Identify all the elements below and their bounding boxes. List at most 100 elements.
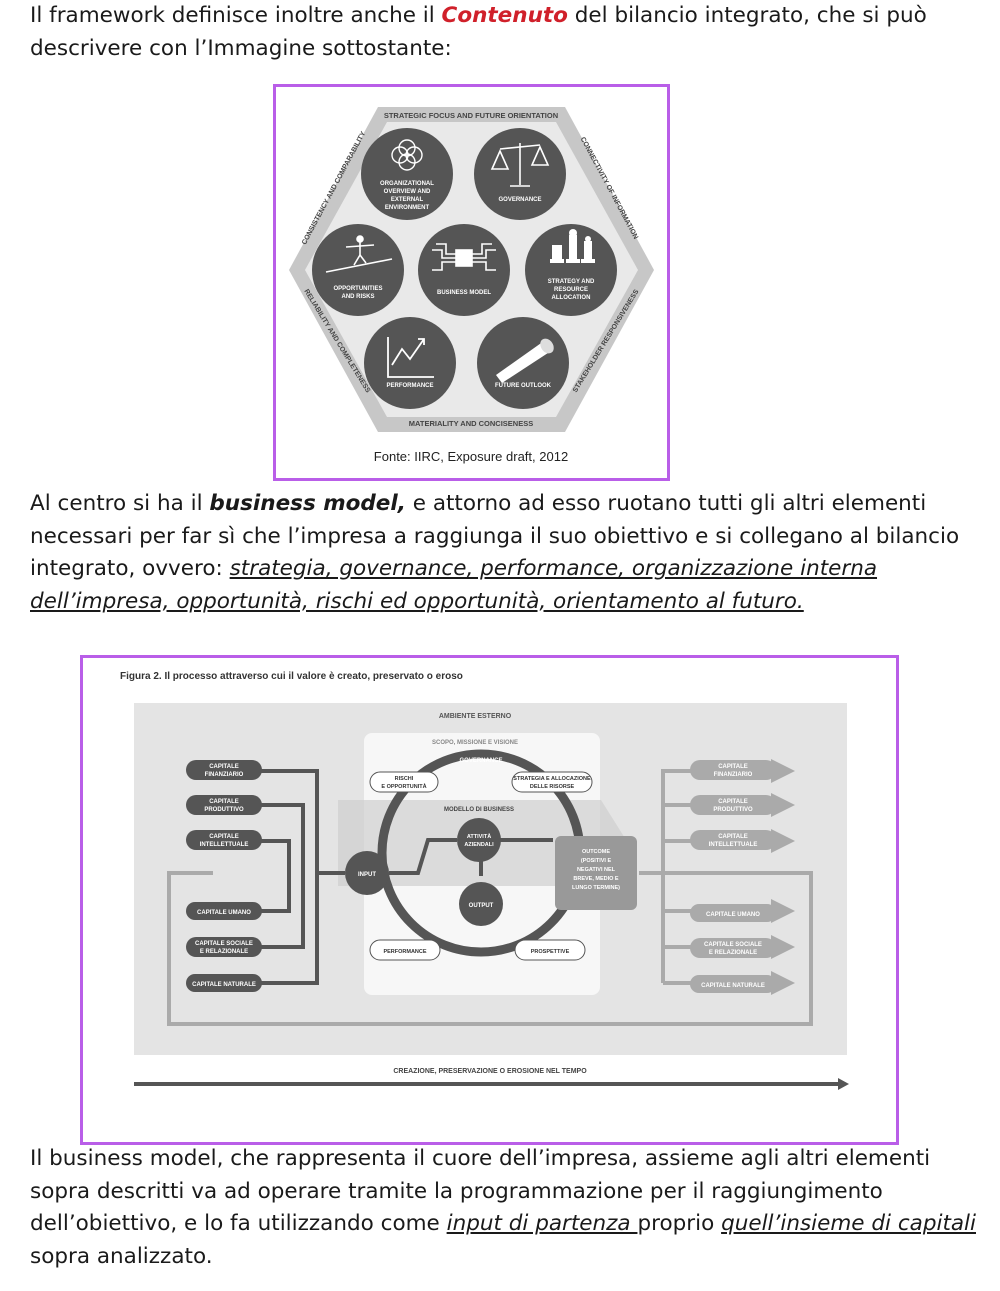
svg-text:BREVE, MEDIO E: BREVE, MEDIO E <box>573 876 619 882</box>
bm-elements-list: strategia, governance, performance, orga… <box>30 556 878 614</box>
svg-text:CAPITALE NATURALE: CAPITALE NATURALE <box>192 982 256 988</box>
time-axis-arrowhead <box>838 1078 849 1090</box>
svg-text:INTELLETTUALE: INTELLETTUALE <box>200 842 249 848</box>
value-creation-diagram: Figura 2. Il processo attraverso cui il … <box>120 671 849 1090</box>
svg-text:FUTURE OUTLOOK: FUTURE OUTLOOK <box>495 383 552 389</box>
element-future-outlook: FUTURE OUTLOOK <box>477 317 569 409</box>
figure2-caption: Figura 2. Il processo attraverso cui il … <box>120 671 463 682</box>
right-capitals: CAPITALE FINANZIARIO CAPITALE PRODUTTIVO… <box>690 760 776 993</box>
cap-text-end: sopra analizzato. <box>30 1243 213 1269</box>
svg-text:RESOURCE: RESOURCE <box>554 287 588 293</box>
side-label-bottom: MATERIALITY AND CONCISENESS <box>409 419 533 428</box>
svg-text:(POSITIVI E: (POSITIVI E <box>581 858 612 864</box>
outcome-box: OUTCOME (POSITIVI E NEGATIVI NEL BREVE, … <box>555 836 637 910</box>
svg-text:LUNGO TERMINE): LUNGO TERMINE) <box>572 885 620 891</box>
svg-text:RISCHI: RISCHI <box>395 776 414 782</box>
ambiente-esterno-label: AMBIENTE ESTERNO <box>439 713 512 720</box>
svg-text:NEGATIVI NEL: NEGATIVI NEL <box>577 867 616 873</box>
modello-label: MODELLO DI BUSINESS <box>444 807 514 813</box>
time-axis-label: CREAZIONE, PRESERVAZIONE O EROSIONE NEL … <box>393 1068 587 1075</box>
rings-icon <box>391 139 423 171</box>
side-label-top: STRATEGIC FOCUS AND FUTURE ORIENTATION <box>384 111 558 120</box>
svg-text:ATTIVITÀ: ATTIVITÀ <box>467 833 491 840</box>
svg-text:CAPITALE: CAPITALE <box>718 799 748 805</box>
svg-text:PERFORMANCE: PERFORMANCE <box>383 949 426 955</box>
svg-text:STRATEGIA E ALLOCAZIONE: STRATEGIA E ALLOCAZIONE <box>513 776 591 782</box>
svg-text:CAPITALE: CAPITALE <box>718 834 748 840</box>
output-node: OUTPUT <box>459 882 503 926</box>
svg-text:OUTPUT: OUTPUT <box>469 903 494 909</box>
svg-text:CAPITALE: CAPITALE <box>718 764 748 770</box>
svg-text:CAPITALE: CAPITALE <box>209 834 239 840</box>
svg-text:CAPITALE UMANO: CAPITALE UMANO <box>197 910 251 916</box>
business-model-paragraph: Al centro si ha il business model, e att… <box>30 488 980 618</box>
svg-text:E RELAZIONALE: E RELAZIONALE <box>200 949 248 955</box>
svg-text:AND RISKS: AND RISKS <box>341 294 374 300</box>
svg-text:ALLOCATION: ALLOCATION <box>552 295 591 301</box>
scales-icon <box>490 143 550 187</box>
element-governance: GOVERNANCE <box>474 128 566 220</box>
input-flows <box>259 769 553 985</box>
svg-text:BUSINESS MODEL: BUSINESS MODEL <box>437 290 491 296</box>
svg-text:STRATEGY AND: STRATEGY AND <box>548 279 595 285</box>
svg-text:OUTCOME: OUTCOME <box>582 849 610 855</box>
figure1-source: Fonte: IIRC, Exposure draft, 2012 <box>374 449 568 464</box>
cap-capitals-underlined: quell’insieme di capitali <box>721 1211 976 1236</box>
svg-text:PERFORMANCE: PERFORMANCE <box>386 383 433 389</box>
cap-text-start: Il business model, che rappresenta il cu… <box>30 1146 931 1236</box>
element-strategy: STRATEGY AND RESOURCE ALLOCATION <box>525 224 617 316</box>
content-hexagon-diagram: STRATEGIC FOCUS AND FUTURE ORIENTATION M… <box>289 107 654 464</box>
svg-text:FINANZIARIO: FINANZIARIO <box>714 772 753 778</box>
svg-text:ENVIRONMENT: ENVIRONMENT <box>385 205 430 211</box>
capitals-paragraph: Il business model, che rappresenta il cu… <box>30 1143 980 1273</box>
business-model-icon <box>432 243 496 271</box>
content-elements-figure: STRATEGIC FOCUS AND FUTURE ORIENTATION M… <box>273 84 670 481</box>
svg-text:FINANZIARIO: FINANZIARIO <box>205 772 244 778</box>
governance-label: GOVERNANCE <box>459 758 502 764</box>
left-capitals: CAPITALE FINANZIARIO CAPITALE PRODUTTIVO… <box>186 760 262 992</box>
intro-text-end: del bilancio integrato, che si può descr… <box>30 3 927 61</box>
element-opportunities-risks: OPPORTUNITIES AND RISKS <box>312 224 404 316</box>
svg-text:INTELLETTUALE: INTELLETTUALE <box>709 842 758 848</box>
element-organizational-overview: ORGANIZATIONAL OVERVIEW AND EXTERNAL ENV… <box>361 128 453 220</box>
svg-text:EXTERNAL: EXTERNAL <box>391 197 424 203</box>
svg-text:PRODUTTIVO: PRODUTTIVO <box>713 807 753 813</box>
svg-text:OVERVIEW AND: OVERVIEW AND <box>384 189 431 195</box>
svg-text:CAPITALE SOCIALE: CAPITALE SOCIALE <box>195 941 253 947</box>
chart-up-icon <box>387 337 434 378</box>
bm-bold: business model, <box>209 491 406 516</box>
svg-text:ORGANIZATIONAL: ORGANIZATIONAL <box>380 181 434 187</box>
svg-text:E RELAZIONALE: E RELAZIONALE <box>709 950 757 956</box>
performance-pill: PERFORMANCE <box>369 939 441 961</box>
tightrope-icon <box>325 235 393 273</box>
svg-text:CAPITALE NATURALE: CAPITALE NATURALE <box>701 983 765 989</box>
element-business-model: BUSINESS MODEL <box>418 224 510 316</box>
svg-text:CAPITALE: CAPITALE <box>209 764 239 770</box>
svg-text:INPUT: INPUT <box>358 872 376 878</box>
prospettive-pill: PROSPETTIVE <box>514 939 586 961</box>
input-node: INPUT <box>345 851 389 895</box>
svg-text:E OPPORTUNITÀ: E OPPORTUNITÀ <box>381 783 426 790</box>
svg-text:OPPORTUNITIES: OPPORTUNITIES <box>333 286 382 292</box>
intro-paragraph: Il framework definisce inoltre anche il … <box>30 0 980 65</box>
svg-text:CAPITALE: CAPITALE <box>209 799 239 805</box>
element-performance: PERFORMANCE <box>364 317 456 409</box>
value-creation-figure: Figura 2. Il processo attraverso cui il … <box>80 655 899 1145</box>
scopo-label: SCOPO, MISSIONE E VISIONE <box>432 740 518 746</box>
svg-text:DELLE RISORSE: DELLE RISORSE <box>530 784 575 790</box>
cap-input-underlined: input di partenza <box>446 1211 638 1236</box>
svg-text:GOVERNANCE: GOVERNANCE <box>498 197 541 203</box>
contenuto-highlight: Contenuto <box>441 3 568 28</box>
intro-text: Il framework definisce inoltre anche il <box>30 3 442 28</box>
bm-text-mid: e attorno ad esso ruotano tutti gli altr… <box>30 491 960 581</box>
cap-text-mid: proprio <box>637 1211 722 1236</box>
risks-pill: RISCHI E OPPORTUNITÀ <box>369 771 439 793</box>
svg-text:AZIENDALI: AZIENDALI <box>464 842 494 848</box>
strategy-pill: STRATEGIA E ALLOCAZIONE DELLE RISORSE <box>511 771 593 793</box>
svg-text:PROSPETTIVE: PROSPETTIVE <box>531 949 570 955</box>
svg-text:CAPITALE UMANO: CAPITALE UMANO <box>706 912 760 918</box>
svg-text:CAPITALE SOCIALE: CAPITALE SOCIALE <box>704 942 762 948</box>
chess-icon <box>550 229 595 263</box>
activities-node: ATTIVITÀ AZIENDALI <box>457 818 501 862</box>
telescope-icon <box>496 338 554 383</box>
